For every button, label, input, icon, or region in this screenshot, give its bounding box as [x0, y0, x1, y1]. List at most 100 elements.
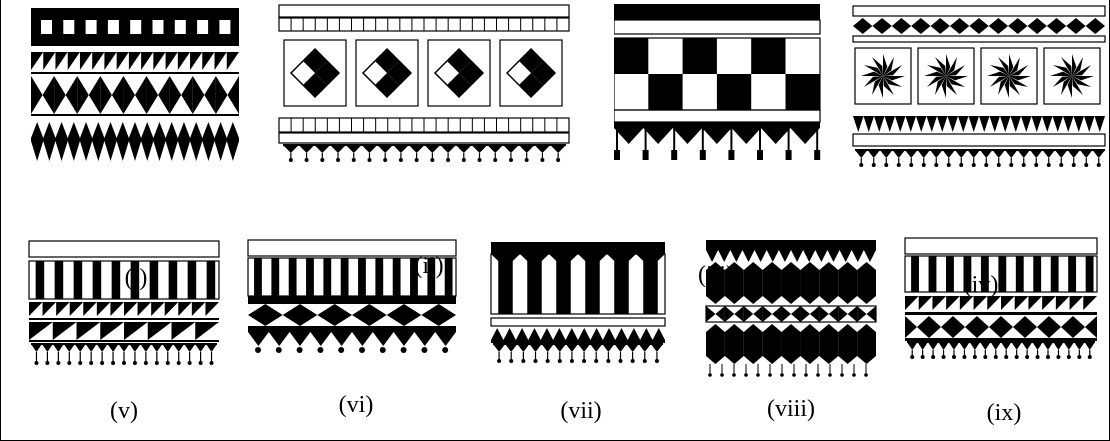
pattern-shape [171, 322, 196, 340]
panel-label-vi: (vi) [338, 392, 374, 418]
pattern-shape [372, 332, 394, 346]
pattern-shape [124, 322, 148, 340]
pattern-shape [859, 163, 864, 167]
pattern-shape [28, 240, 220, 258]
pattern-shape [800, 306, 810, 322]
pattern-shape [400, 347, 407, 353]
pattern-shape [1084, 116, 1095, 132]
pattern-shape [785, 150, 792, 160]
pattern-shape [79, 52, 93, 70]
pattern-shape [1001, 342, 1012, 350]
pattern-shape [990, 342, 1001, 350]
pattern-shape [1061, 316, 1073, 338]
pattern-shape [540, 158, 545, 162]
pattern-shape [941, 316, 953, 338]
pattern-shape [840, 373, 844, 377]
pattern-shape [941, 355, 946, 359]
pattern-shape [918, 296, 933, 310]
pattern-shape [590, 328, 603, 340]
pattern-shape [56, 302, 70, 316]
pattern-shape [122, 361, 126, 365]
pattern-shape [932, 296, 947, 310]
pattern-shape [819, 262, 839, 304]
pattern-shape [141, 52, 154, 70]
pattern-shape [1071, 163, 1076, 167]
pattern-shape [227, 76, 239, 114]
pattern-shape [421, 347, 428, 353]
pattern-shape [128, 122, 142, 138]
pattern-shape [728, 150, 735, 160]
pattern-shape [55, 141, 68, 161]
pattern-shape [993, 355, 998, 359]
pattern-shape [1061, 76, 1072, 96]
pattern-shape [1025, 316, 1037, 338]
pattern-shape [1004, 76, 1009, 98]
pattern-shape [96, 302, 111, 316]
pattern-shape [215, 76, 228, 114]
pattern-shape [503, 145, 519, 153]
border-pattern-i [31, 8, 239, 163]
pattern-shape [178, 302, 192, 316]
pattern-shape [471, 145, 488, 153]
pattern-shape [206, 261, 216, 299]
pattern-shape [351, 158, 356, 162]
pattern-shape [980, 256, 989, 292]
pattern-shape [323, 258, 332, 296]
pattern-shape [724, 306, 735, 322]
pattern-shape [1050, 256, 1059, 292]
pattern-shape [671, 150, 678, 160]
pattern-shape [743, 262, 763, 304]
pattern-shape [165, 141, 178, 161]
pattern-shape [35, 261, 45, 299]
panel-label-vii: (vii) [560, 398, 602, 424]
pattern-shape [590, 344, 603, 352]
pattern-shape [29, 322, 53, 340]
pattern-shape [375, 73, 399, 97]
pattern-shape [1074, 342, 1085, 350]
border-pattern-ii [278, 4, 573, 164]
pattern-shape [524, 158, 529, 162]
pattern-shape [410, 258, 418, 296]
pattern-shape [917, 150, 930, 158]
pattern-shape [839, 250, 852, 262]
pattern-shape [959, 296, 974, 310]
pattern-shape [800, 324, 820, 364]
pattern-shape [424, 145, 441, 153]
pattern-shape [545, 359, 550, 363]
pattern-shape [852, 5, 1106, 17]
pattern-shape [164, 302, 179, 316]
pattern-shape [934, 163, 939, 167]
pattern-shape [345, 145, 362, 153]
pattern-shape [214, 122, 227, 138]
pattern-shape [905, 316, 917, 338]
pattern-shape [819, 324, 839, 364]
pattern-shape [895, 116, 906, 132]
pattern-shape [962, 355, 967, 359]
pattern-shape [173, 344, 185, 352]
pattern-shape [946, 256, 954, 292]
pattern-shape [854, 47, 912, 105]
pattern-shape [505, 344, 518, 352]
pattern-shape [100, 322, 124, 340]
pattern-shape [435, 332, 456, 346]
pattern-shape [487, 145, 504, 153]
pattern-shape [165, 52, 178, 70]
pattern-shape [1035, 355, 1040, 359]
pattern-shape [149, 261, 159, 299]
pattern-shape [147, 322, 172, 340]
pattern-shape [317, 347, 324, 353]
pattern-shape [96, 344, 108, 352]
pattern-shape [909, 163, 914, 167]
pattern-shape [135, 76, 147, 114]
pattern-shape [1085, 256, 1094, 292]
pattern-shape [190, 141, 203, 161]
pattern-shape [306, 258, 314, 296]
pattern-shape [1067, 76, 1072, 98]
pattern-shape [1009, 76, 1020, 96]
pattern-shape [88, 76, 101, 114]
pattern-shape [963, 256, 972, 292]
pattern-shape [340, 258, 349, 296]
pattern-shape [177, 122, 191, 138]
pattern-shape [626, 344, 639, 352]
pattern-shape [1085, 316, 1097, 338]
